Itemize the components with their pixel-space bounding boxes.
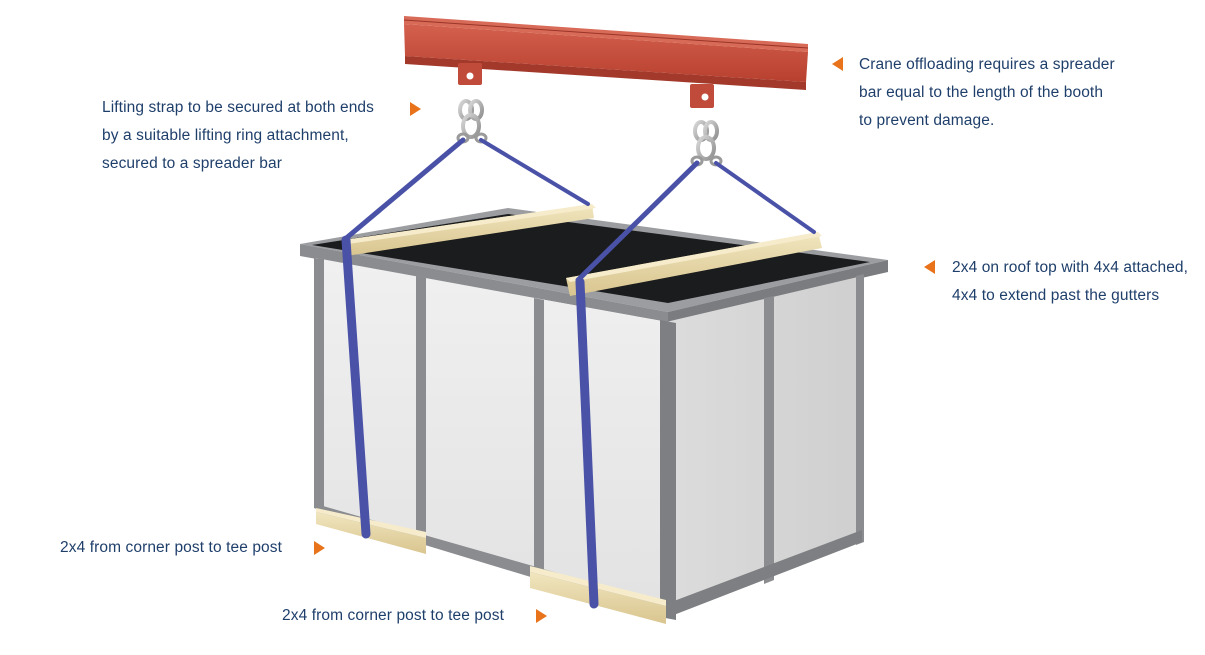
base-timber-left (316, 508, 426, 554)
triangle-arrow-icon (410, 102, 421, 116)
spreader-bar (403, 16, 809, 108)
annotation-roof-timber: 2x4 on roof top with 4x4 attached, 4x4 t… (952, 254, 1188, 310)
annotation-line: by a suitable lifting ring attachment, (102, 127, 349, 144)
annotation-line: 2x4 from corner post to tee post (60, 539, 283, 556)
annotation-line: Crane offloading requires a spreader (859, 56, 1115, 73)
triangle-arrow-icon (924, 260, 935, 274)
annotation-line: 2x4 on roof top with 4x4 attached, (952, 259, 1189, 276)
triangle-arrow-icon (536, 609, 547, 623)
spreader-lug-right (690, 84, 714, 108)
annotation-lifting-strap: Lifting strap to be secured at both ends… (102, 94, 374, 178)
annotation-crane-offloading: Crane offloading requires a spreader bar… (859, 51, 1115, 135)
triangle-arrow-icon (832, 57, 843, 71)
annotation-line: secured to a spreader bar (102, 155, 282, 172)
annotation-line: to prevent damage. (859, 112, 995, 129)
annotation-base-left: 2x4 from corner post to tee post (60, 534, 282, 562)
roof-timber-right (566, 232, 822, 296)
triangle-arrow-icon (314, 541, 325, 555)
annotation-line: Lifting strap to be secured at both ends (102, 99, 374, 116)
spreader-lug-left (458, 63, 482, 85)
lifting-ring-icon (456, 99, 488, 144)
lifting-strap-right (575, 160, 816, 609)
annotation-base-front: 2x4 from corner post to tee post (282, 602, 504, 630)
annotation-line: 4x4 to extend past the gutters (952, 287, 1160, 304)
lifting-ring-icon (690, 120, 723, 167)
roof-timber-left (344, 204, 596, 256)
annotation-line: bar equal to the length of the booth (859, 84, 1104, 101)
lifting-strap-left (341, 137, 590, 539)
annotation-line: 2x4 from corner post to tee post (282, 607, 505, 624)
